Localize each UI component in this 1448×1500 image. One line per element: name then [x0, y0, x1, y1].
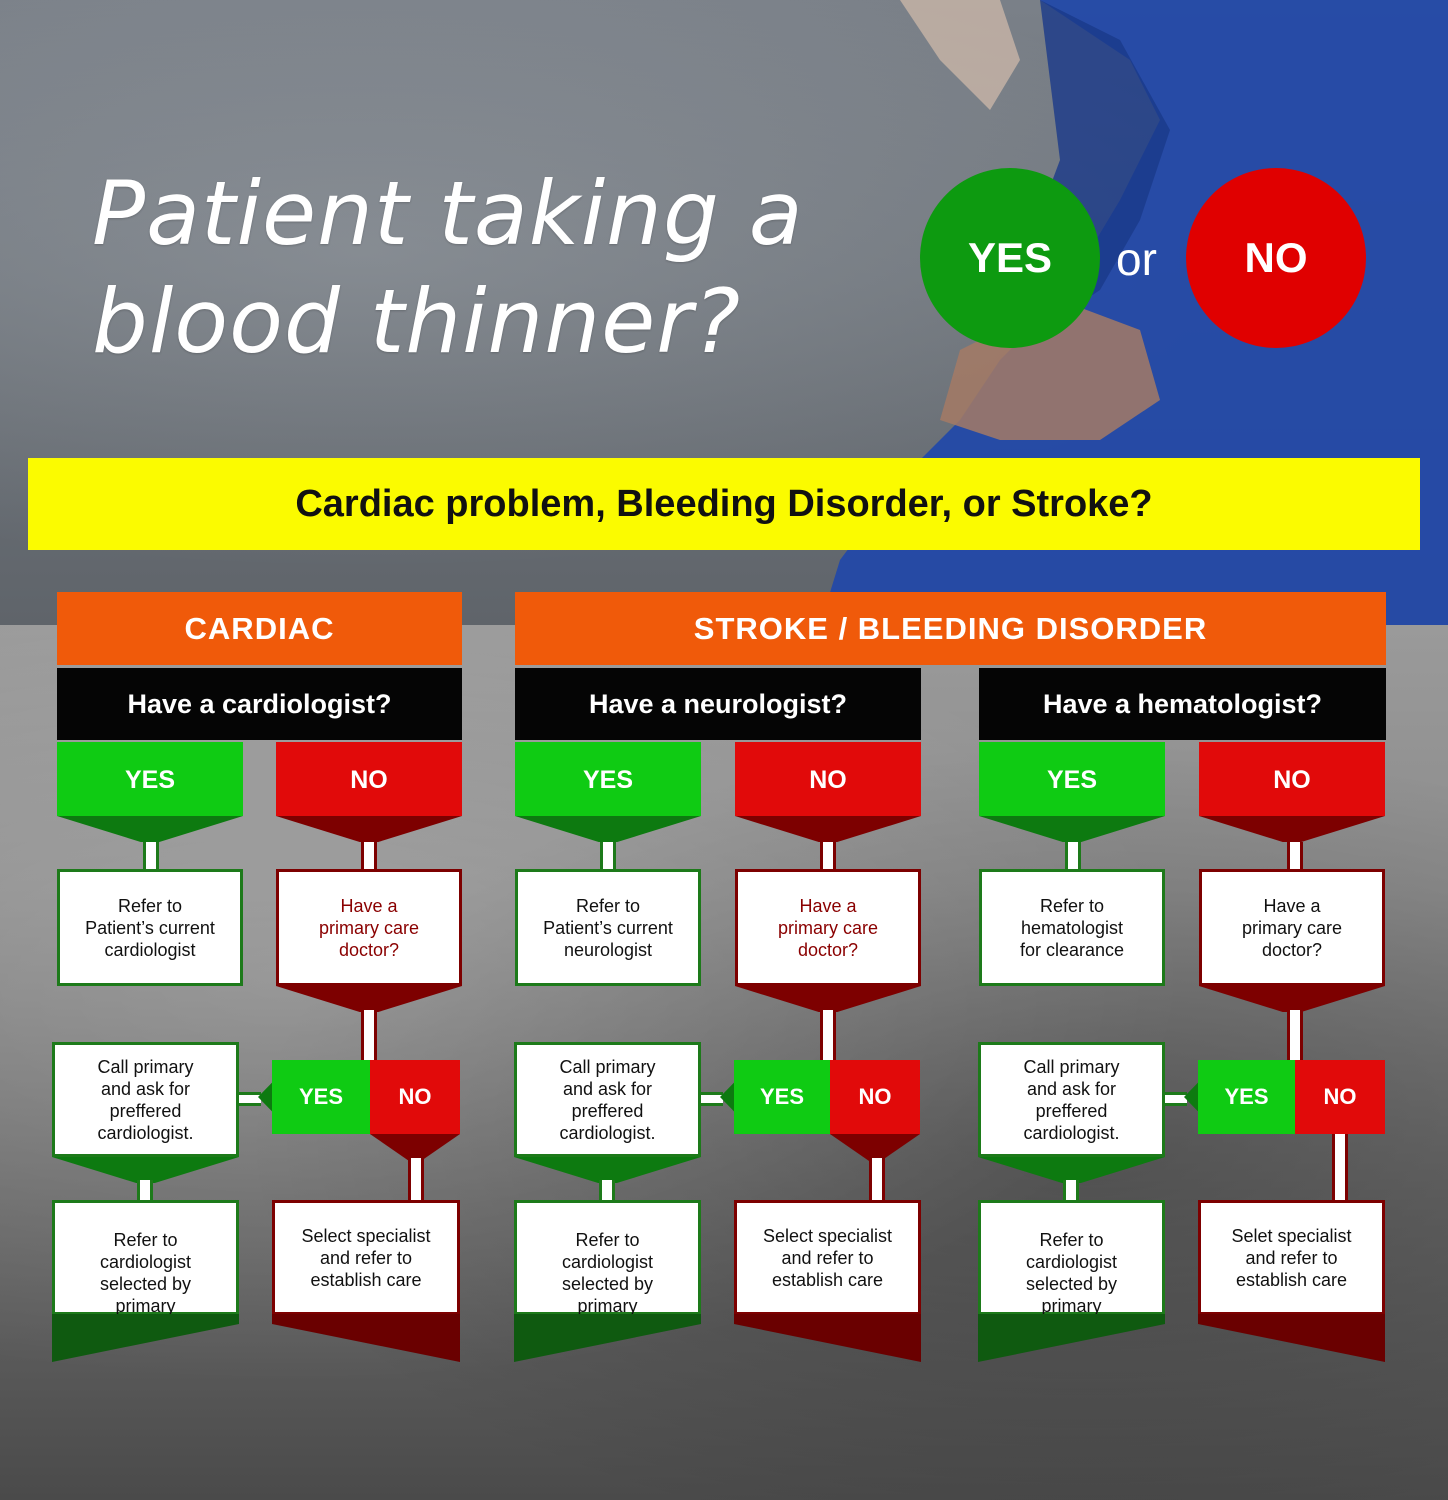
page-title: Patient taking a blood thinner?	[92, 160, 912, 376]
flap	[978, 1314, 1165, 1362]
box-text: Call primary and ask for preffered cardi…	[97, 1056, 194, 1143]
connector	[599, 1180, 615, 1202]
hemato-yes-label: YES	[1046, 766, 1098, 794]
connector	[1332, 1134, 1348, 1202]
category-cardiac: CARDIAC	[57, 592, 462, 665]
neuro-no-tab: NO	[735, 742, 921, 816]
connector	[701, 1092, 723, 1106]
box-text: Refer to cardiologist selected by primar…	[561, 1230, 654, 1316]
title-line-1: Patient taking a	[92, 162, 804, 265]
bottom-flaps	[52, 1314, 1385, 1362]
box-text: Have a primary care doctor?	[1241, 895, 1343, 960]
cardiac-yes-label: YES	[124, 766, 176, 794]
connector	[239, 1092, 261, 1106]
neuro-yes-tab: YES	[515, 742, 701, 816]
connector	[600, 842, 616, 870]
connector	[408, 1158, 424, 1202]
box-text: Call primary and ask for preffered cardi…	[1023, 1056, 1120, 1143]
connector	[1063, 1180, 1079, 1202]
box-text: Refer to Patient’s current neurologist	[543, 895, 673, 960]
refer-selected-cardiologist-box: Refer to cardiologist selected by primar…	[978, 1200, 1165, 1316]
connector	[820, 1010, 836, 1060]
cardiac-no-tab: NO	[276, 742, 462, 816]
connector	[137, 1180, 153, 1202]
neuro-no-label: NO	[809, 766, 847, 794]
hemato-primary-care-question-box: Have a primary care doctor?	[1199, 869, 1385, 986]
cardiac-primary-no: NO	[370, 1060, 460, 1134]
refer-current-cardiologist-box: Refer to Patient’s current cardiologist	[57, 869, 243, 986]
box-text: Refer to cardiologist selected by primar…	[1025, 1230, 1118, 1316]
select-specialist-box: Select specialist and refer to establish…	[734, 1200, 921, 1315]
cardiac-no-label: NO	[350, 766, 388, 794]
refer-hematologist-box: Refer to hematologist for clearance	[979, 869, 1165, 986]
hemato-no-label: NO	[1273, 766, 1311, 794]
question-neurologist: Have a neurologist?	[515, 668, 921, 740]
refer-selected-cardiologist-box: Refer to cardiologist selected by primar…	[52, 1200, 239, 1316]
refer-selected-cardiologist-box: Refer to cardiologist selected by primar…	[514, 1200, 701, 1316]
connector	[361, 1010, 377, 1060]
hemato-primary-no: NO	[1295, 1060, 1385, 1134]
flap	[734, 1314, 921, 1362]
cardiac-primary-care-question-box: Have a primary care doctor?	[276, 869, 462, 986]
title-line-2: blood thinner?	[92, 270, 742, 373]
connector	[361, 842, 377, 870]
connector	[1065, 842, 1081, 870]
select-specialist-box: Selet specialist and refer to establish …	[1198, 1200, 1385, 1315]
hemato-yes-tab: YES	[979, 742, 1165, 816]
question-hematologist: Have a hematologist?	[979, 668, 1386, 740]
connector	[143, 842, 159, 870]
flap	[52, 1314, 239, 1362]
box-text: Have a primary care doctor?	[777, 895, 879, 960]
question-cardiologist: Have a cardiologist?	[57, 668, 462, 740]
box-text: Selet specialist and refer to establish …	[1231, 1225, 1352, 1290]
box-text: Refer to hematologist for clearance	[1019, 895, 1125, 960]
no-circle: NO	[1186, 168, 1366, 348]
box-text: Select specialist and refer to establish…	[301, 1225, 431, 1290]
connector	[1287, 1010, 1303, 1060]
connector	[1165, 1092, 1187, 1106]
call-primary-box: Call primary and ask for preffered cardi…	[978, 1042, 1165, 1157]
flap	[514, 1314, 701, 1362]
neuro-primary-no: NO	[830, 1060, 920, 1134]
connector	[820, 842, 836, 870]
connector	[869, 1158, 885, 1202]
hemato-no-tab: NO	[1199, 742, 1385, 816]
neuro-yes-label: YES	[582, 766, 634, 794]
box-text: Refer to Patient’s current cardiologist	[85, 895, 215, 960]
neuro-primary-yes: YES	[734, 1060, 830, 1134]
refer-current-neurologist-box: Refer to Patient’s current neurologist	[515, 869, 701, 986]
box-text: Have a primary care doctor?	[318, 895, 420, 960]
box-text: Refer to cardiologist selected by primar…	[99, 1230, 192, 1316]
connector	[1287, 842, 1303, 870]
call-primary-box: Call primary and ask for preffered cardi…	[52, 1042, 239, 1157]
select-specialist-box: Select specialist and refer to establish…	[272, 1200, 460, 1315]
flap	[1198, 1314, 1385, 1362]
question-banner: Cardiac problem, Bleeding Disorder, or S…	[28, 458, 1420, 550]
or-label: or	[1116, 233, 1157, 285]
call-primary-box: Call primary and ask for preffered cardi…	[514, 1042, 701, 1157]
box-text: Select specialist and refer to establish…	[762, 1225, 893, 1290]
hemato-primary-yes: YES	[1198, 1060, 1295, 1134]
category-stroke-bleeding: STROKE / BLEEDING DISORDER	[515, 592, 1386, 665]
neuro-primary-care-question-box: Have a primary care doctor?	[735, 869, 921, 986]
flap	[272, 1314, 460, 1362]
cardiac-yes-tab: YES	[57, 742, 243, 816]
cardiac-primary-yes: YES	[272, 1060, 370, 1134]
yes-circle: YES	[920, 168, 1100, 348]
box-text: Call primary and ask for preffered cardi…	[559, 1056, 656, 1143]
